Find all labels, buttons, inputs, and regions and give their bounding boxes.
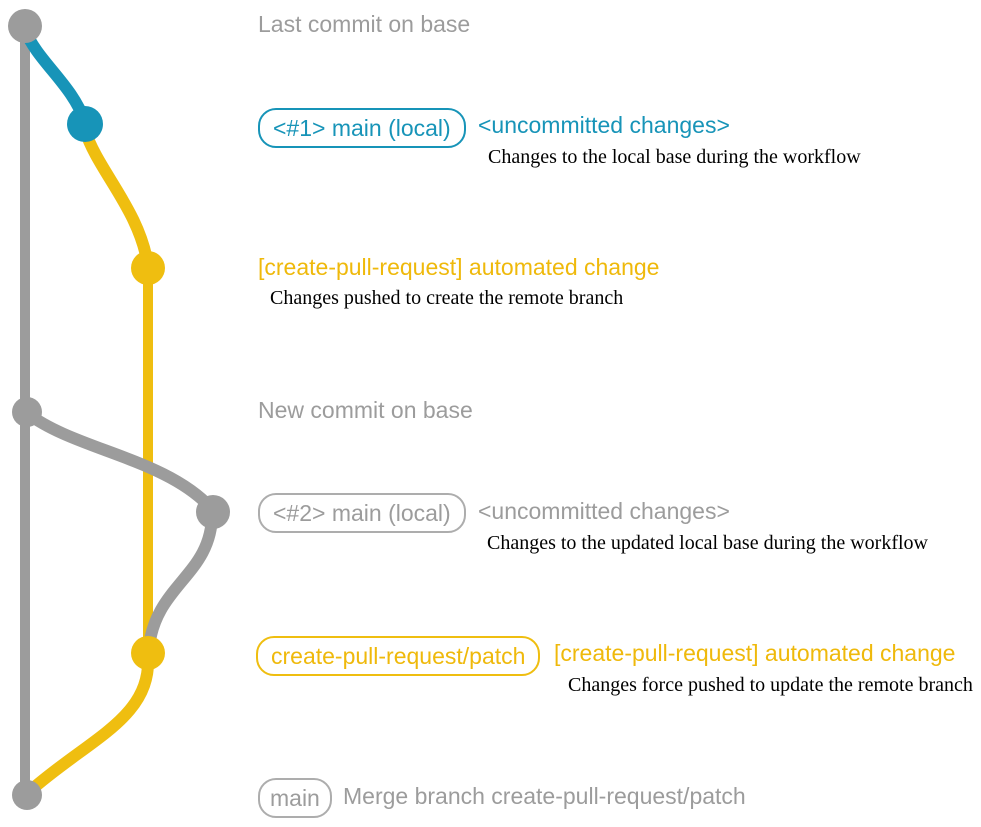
commit-dot-last-base [8, 9, 42, 43]
uncommitted-changes-2: <uncommitted changes> [478, 498, 730, 524]
badge-patch-branch: create-pull-request/patch [256, 636, 541, 677]
commit-dot-patch-2 [131, 636, 165, 670]
automated-change-1-description: Changes pushed to create the remote bran… [270, 287, 624, 309]
rebase-out-curve [21, 407, 217, 514]
badge-main-local-1: <#1> main (local) [258, 108, 466, 149]
automated-change-2-label: [create-pull-request] automated change [554, 640, 956, 666]
commit-dot-patch-1 [131, 251, 165, 285]
patch-branch-create-curve [79, 124, 154, 272]
patch-branch-merge-curve [24, 649, 155, 797]
badge-main: main [258, 778, 332, 819]
commit-dot-new-base [12, 397, 42, 427]
commit-dot-local-2 [196, 495, 230, 529]
uncommitted-changes-1: <uncommitted changes> [478, 112, 730, 138]
last-commit-title: Last commit on base [258, 11, 471, 37]
automated-change-2-description: Changes force pushed to update the remot… [568, 674, 973, 696]
badge-main-local-2: <#2> main (local) [258, 493, 466, 534]
commit-dot-merge [12, 780, 42, 810]
local-2-description: Changes to the updated local base during… [487, 532, 928, 554]
local-branch-curve [19, 24, 91, 128]
merge-commit-label: Merge branch create-pull-request/patch [343, 783, 746, 809]
new-commit-title: New commit on base [258, 397, 473, 423]
commit-dot-local-1 [67, 106, 103, 142]
automated-change-1-label: [create-pull-request] automated change [258, 254, 660, 280]
rebase-in-curve [143, 508, 218, 654]
local-1-description: Changes to the local base during the wor… [488, 146, 861, 168]
